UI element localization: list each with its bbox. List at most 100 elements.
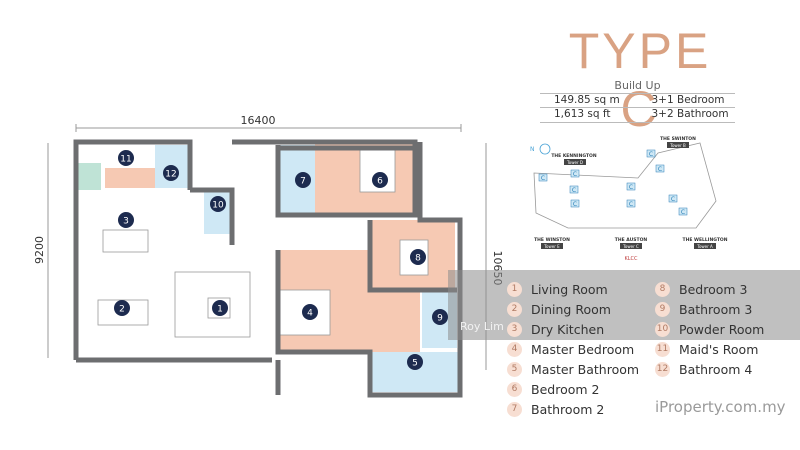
watermark-band — [448, 270, 800, 340]
legend-label: Dry Kitchen — [531, 321, 605, 337]
room-marker — [432, 309, 448, 325]
unit-c-label: C — [671, 196, 675, 203]
legend-label: Master Bedroom — [531, 341, 635, 357]
legend-label: Bedroom 3 — [679, 281, 748, 297]
site-plan: N THE KENNINGTON THE SWINTON THE WINSTON… — [530, 136, 728, 262]
room-marker-number: 3 — [123, 217, 129, 227]
legend-number: 1 — [507, 281, 522, 297]
legend-column-2: 8 Bedroom 3 9 Bathroom 3 10 Powder Room 11 Maid… — [655, 279, 764, 379]
tower-label: Tower D — [566, 160, 583, 165]
bathrooms: 3+2 Bathroom — [651, 108, 729, 120]
room-marker-number: 4 — [307, 309, 313, 319]
area-sqft: 1,613 sq ft — [554, 108, 611, 120]
room-marker — [372, 172, 388, 188]
unit-c-marker — [626, 199, 636, 208]
legend-item: 5 Master Bathroom — [507, 359, 639, 379]
unit-c-label: C — [649, 151, 653, 158]
room-marker — [407, 354, 423, 370]
watermark-agent: Roy Lim — [460, 320, 504, 333]
room-marker-number: 6 — [377, 177, 383, 187]
room-marker-number: 10 — [212, 201, 224, 211]
tower-name: THE KENNINGTON — [551, 153, 597, 159]
legend-number: 2 — [507, 301, 522, 317]
unit-c-marker — [678, 207, 688, 216]
tower-label: Tower A — [696, 244, 713, 249]
area-sqm: 149.85 sq m — [554, 94, 620, 106]
legend-number: 7 — [507, 401, 522, 417]
tower-name: THE WINSTON — [534, 237, 570, 243]
unit-c-marker — [646, 149, 656, 158]
room-marker-number: 9 — [437, 314, 443, 324]
tower-label: Tower C — [622, 244, 639, 249]
unit-c-marker — [570, 169, 580, 178]
unit-c-marker — [626, 182, 636, 191]
klcc-marker: KLCC — [624, 256, 638, 262]
room-marker — [410, 249, 426, 265]
legend-item: 4 Master Bedroom — [507, 339, 639, 359]
unit-c-label: C — [629, 201, 633, 208]
unit-c-label: C — [658, 166, 662, 173]
legend-number: 3 — [507, 321, 522, 337]
legend-label: Master Bathroom — [531, 361, 640, 377]
room-marker — [163, 165, 179, 181]
room-marker-number: 1 — [217, 305, 223, 315]
room-marker — [212, 300, 228, 316]
legend-number: 4 — [507, 341, 522, 357]
room-marker — [118, 150, 134, 166]
room-marker — [295, 172, 311, 188]
legend-number: 10 — [655, 321, 670, 337]
unit-c-label: C — [572, 187, 576, 194]
legend-item: 8 Bedroom 3 — [655, 279, 764, 299]
unit-c-label: C — [629, 184, 633, 191]
legend-number: 6 — [507, 381, 522, 397]
legend-item: 2 Dining Room — [507, 299, 639, 319]
legend-number: 11 — [655, 341, 670, 357]
legend-label: Maid's Room — [679, 341, 759, 357]
build-up-row: 149.85 sq m 3+1 Bedroom — [540, 93, 735, 108]
tower-name: THE AUSTON — [615, 237, 648, 243]
unit-c-marker — [538, 173, 548, 182]
unit-c-label: C — [573, 171, 577, 178]
legend-item: 9 Bathroom 3 — [655, 299, 764, 319]
legend-label: Bathroom 3 — [679, 301, 753, 317]
room-marker — [302, 304, 318, 320]
legend-number: 5 — [507, 361, 522, 377]
legend-label: Dining Room — [531, 301, 611, 317]
build-up-label: Build Up — [614, 79, 661, 92]
unit-c-marker — [569, 185, 579, 194]
legend-item: 12 Bathroom 4 — [655, 359, 764, 379]
legend-item: 10 Powder Room — [655, 319, 764, 339]
unit-type-title: TYPE C — [568, 23, 712, 137]
dim-height-left: 9200 — [33, 236, 46, 264]
room-marker-number: 12 — [165, 170, 176, 180]
room-marker — [114, 300, 130, 316]
legend-label: Powder Room — [679, 321, 765, 337]
legend-number: 12 — [655, 361, 670, 377]
room-marker-number: 2 — [119, 305, 125, 315]
legend-number: 8 — [655, 281, 670, 297]
legend-label: Bedroom 2 — [531, 381, 600, 397]
legend-item: 3 Dry Kitchen — [507, 319, 639, 339]
unit-c-marker — [668, 194, 678, 203]
legend-label: Bathroom 4 — [679, 361, 753, 377]
unit-c-label: C — [541, 175, 545, 182]
tower-label: Tower E — [543, 244, 560, 249]
tower-name: THE SWINTON — [660, 136, 696, 142]
room-marker-number: 7 — [300, 177, 306, 187]
bedrooms: 3+1 Bedroom — [651, 94, 725, 106]
legend-item: 6 Bedroom 2 — [507, 379, 639, 399]
compass-icon — [539, 143, 551, 155]
room-marker-number: 8 — [415, 254, 421, 264]
unit-c-label: C — [573, 201, 577, 208]
legend-number: 9 — [655, 301, 670, 317]
dim-width: 16400 — [241, 114, 276, 127]
tower-name: THE WELLINGTON — [683, 237, 728, 243]
unit-c-marker — [655, 164, 665, 173]
tower-label: Tower B — [669, 143, 686, 148]
unit-c-marker — [570, 199, 580, 208]
